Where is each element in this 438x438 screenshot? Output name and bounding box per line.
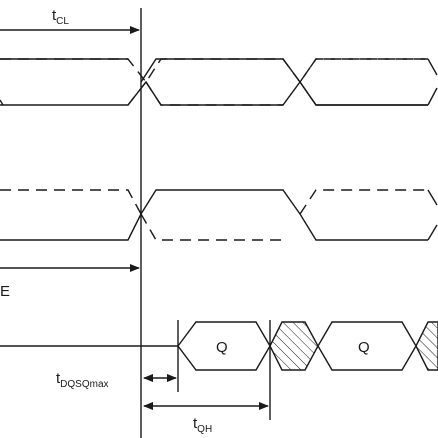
t-qh-label: tQH <box>193 415 212 435</box>
data-q1-label: Q <box>216 339 228 356</box>
hatched-transition-1 <box>269 321 319 371</box>
e-label: E <box>0 283 10 300</box>
signal-row-1 <box>0 58 438 106</box>
t-cl-label: tCL <box>52 7 69 27</box>
t-dqsq-label: tDQSQmax <box>56 370 109 390</box>
signal-row-2 <box>0 189 438 241</box>
data-q2-label: Q <box>358 339 370 356</box>
hatched-transition-2 <box>415 321 438 371</box>
data-bus-row <box>0 321 438 371</box>
